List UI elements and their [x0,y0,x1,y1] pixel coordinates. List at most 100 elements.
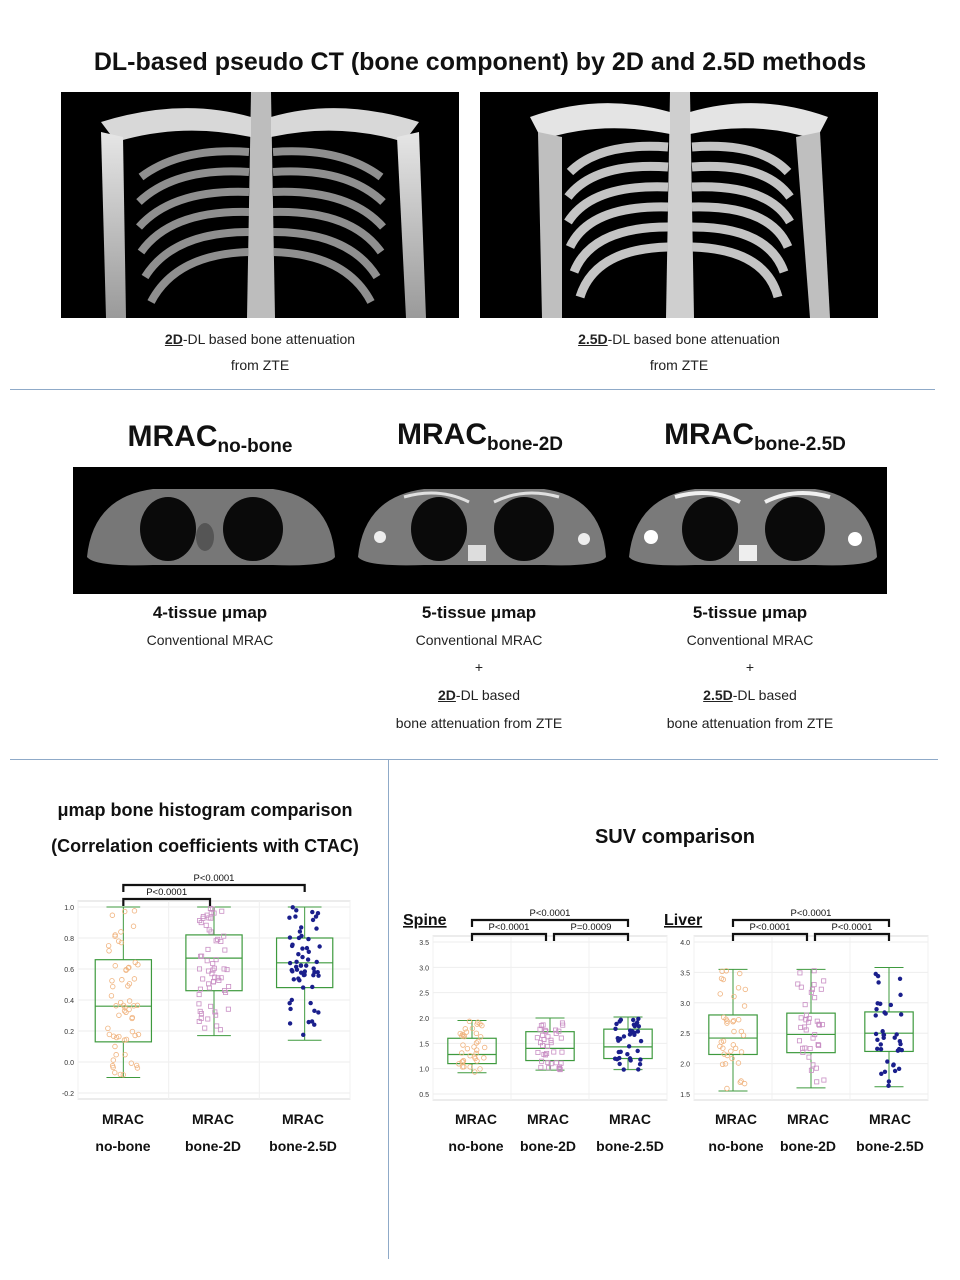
spine-point-0-27 [460,1057,467,1064]
histogram-point-2-38 [287,960,293,966]
liver-point-0-12 [742,986,749,993]
spine-point-1-5 [538,1064,544,1070]
spine-ytick-6: 3.5 [419,940,429,947]
histogram-point-2-19 [289,997,294,1003]
mrac-caption-no-bone: 4-tissue μmap Conventional MRAC [90,603,330,653]
histogram-point-2-17 [303,963,309,968]
liver-point-2-29 [894,1032,899,1037]
spine-point-0-2 [464,1045,471,1052]
mrac-header-no-bone: MRACno-bone [90,420,330,458]
liver-point-1-18 [797,970,803,976]
bone-image-25d [480,92,878,318]
liver-point-2-13 [876,980,881,985]
mrac-caption-bone-2d: 5-tissue μmap Conventional MRAC + 2D-DL … [359,603,599,737]
histogram-point-1-37 [224,967,230,973]
histogram-point-0-52 [121,1008,128,1014]
mrac-caption-bone-25d-plus: + [745,659,755,675]
liver-point-2-17 [873,1013,878,1018]
spine-point-0-25 [469,1025,476,1032]
histogram-point-0-41 [116,1033,122,1040]
spine-ytick-2: 1.5 [419,1041,429,1048]
spine-point-1-36 [540,1032,546,1038]
spine-point-2-34 [617,1055,622,1061]
histogram-point-0-9 [122,1004,128,1011]
liver-point-1-20 [814,1079,820,1085]
histogram-point-0-54 [125,965,132,971]
spine-point-0-10 [471,1044,477,1050]
histogram-point-2-25 [306,1019,311,1025]
histogram-point-1-10 [205,946,211,952]
histogram-ytick-0: -0.2 [62,1091,74,1098]
spine-point-2-24 [616,1049,621,1055]
liver-point-0-20 [720,976,727,983]
liver-point-1-16 [818,986,824,992]
liver-point-2-7 [878,1046,884,1052]
histogram-point-0-57 [126,998,133,1004]
liver-point-1-0 [821,1077,827,1083]
liver-point-2-22 [875,1037,880,1043]
spine-point-1-25 [548,1061,554,1067]
spine-point-0-35 [460,1032,467,1038]
spine-point-1-31 [560,1022,566,1028]
liver-point-0-18 [737,1079,743,1086]
liver-point-2-1 [879,1071,884,1076]
liver-point-0-24 [730,1018,736,1025]
spine-point-1-19 [534,1035,540,1041]
spine-point-2-21 [627,1056,633,1061]
page-title: DL-based pseudo CT (bone component) by 2… [93,48,867,76]
histogram-point-0-50 [110,1033,117,1039]
spine-point-2-29 [634,1020,640,1025]
spine-point-2-8 [637,1061,643,1067]
liver-point-2-15 [878,1001,883,1007]
spine-point-0-22 [473,1040,480,1046]
liver-point-1-1 [803,1012,809,1018]
liver-bracket-1 [731,932,809,941]
histogram-point-2-51 [312,1008,317,1014]
skeleton-illustration-2d [61,92,459,318]
histogram-point-2-16 [287,1021,293,1026]
caption-2d-line2: from ZTE [230,357,290,373]
liver-point-1-28 [802,1024,808,1030]
spine-point-1-15 [545,1043,551,1049]
histogram-point-2-31 [289,943,295,949]
histogram-point-2-6 [314,959,319,965]
mrac-caption-bone-2d-line3: bone attenuation from ZTE [395,715,563,731]
histogram-box-0 [94,959,153,1043]
histogram-point-2-29 [316,973,321,978]
spine-point-1-6 [551,1049,557,1055]
histogram-point-2-35 [287,935,293,940]
spine-point-0-33 [459,1050,465,1056]
histogram-bracket-label-0: P<0.0001 [194,873,235,884]
spine-bracket-2 [552,932,630,941]
spine-point-1-18 [537,1026,543,1032]
histogram-point-0-8 [134,1002,141,1009]
histogram-point-0-44 [117,1071,124,1078]
mrac-caption-bone-2d-tissue: 5-tissue μmap [421,603,537,622]
histogram-point-1-46 [214,1023,220,1029]
spine-point-2-30 [638,1038,644,1044]
liver-point-0-26 [721,1051,727,1057]
liver-point-0-19 [719,1061,726,1068]
histogram-point-1-48 [210,961,216,967]
liver-point-0-29 [724,1018,730,1024]
histogram-point-2-15 [300,985,306,990]
liver-point-2-9 [898,1012,904,1017]
histogram-point-1-50 [209,971,215,977]
spine-point-2-0 [638,1057,643,1062]
histogram-point-2-30 [306,949,311,954]
histogram-point-2-34 [296,976,301,981]
histogram-point-1-56 [205,1016,211,1022]
liver-point-2-23 [885,1059,890,1064]
histogram-title: μmap bone histogram comparison (Correlat… [10,792,400,864]
liver-box-2 [864,1011,914,1053]
histogram-point-2-24 [304,945,310,951]
histogram-point-1-45 [212,974,218,980]
bone-image-2d [61,92,459,318]
spine-point-0-21 [460,1042,466,1048]
histogram-point-2-4 [290,969,295,974]
liver-point-1-27 [821,978,827,984]
histogram-point-1-31 [217,1027,223,1033]
